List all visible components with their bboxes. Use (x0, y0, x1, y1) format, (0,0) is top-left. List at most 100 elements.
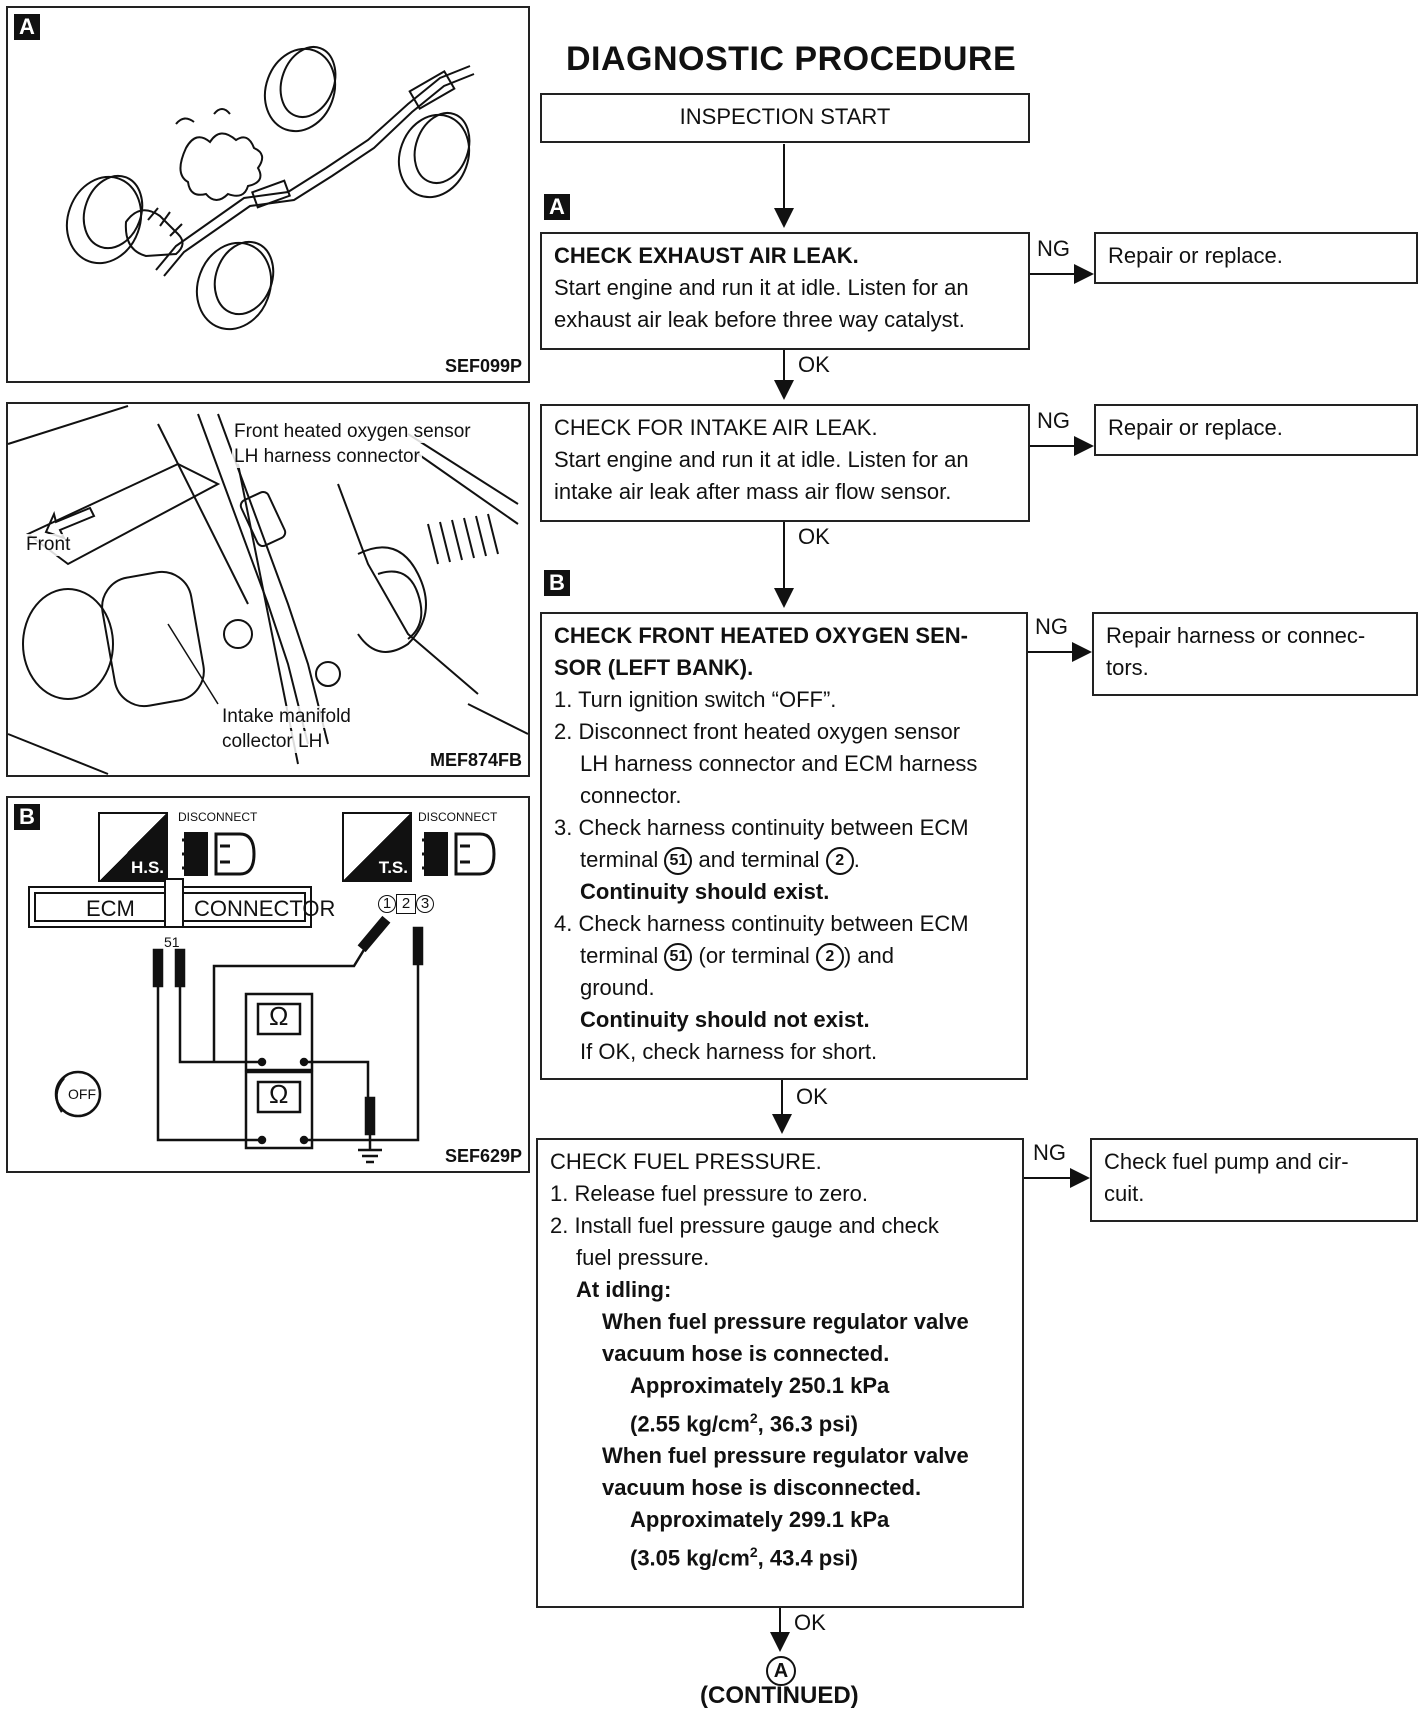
pin-3: 3 (416, 895, 434, 913)
step4-item2a: 2. Install fuel pressure gauge and check (550, 1213, 939, 1238)
page-title: DIAGNOSTIC PROCEDURE (566, 40, 1017, 78)
ohmmeter-1-symbol: Ω (269, 1001, 289, 1031)
label-lh-harness-connector: LH harness connector (232, 446, 422, 468)
step3-item4c: ground. (580, 975, 655, 1000)
disconnect-label-2: DISCONNECT (418, 810, 498, 824)
step4-condition1a: When fuel pressure regulator valve (602, 1309, 969, 1334)
step4-value2a: Approximately 299.1 kPa (630, 1507, 890, 1533)
step4-value1a: Approximately 250.1 kPa (630, 1373, 890, 1398)
inspection-start-box: INSPECTION START (540, 93, 1030, 143)
figure-tag-b: B (14, 804, 40, 830)
exhaust-illustration (65, 46, 475, 331)
step3-item4a: 4. Check harness continuity between ECM (554, 911, 969, 936)
ecm-label: ECM (86, 896, 135, 921)
continued-label: (CONTINUED) (700, 1682, 859, 1709)
engine-bay-illustration (7, 405, 529, 775)
step3-item3a: 3. Check harness continuity between ECM (554, 815, 969, 840)
step4-condition2a: When fuel pressure regulator valve (602, 1443, 969, 1469)
step3-item3b: terminal 51 and terminal 2. (554, 844, 1014, 876)
ng-label: NG (1037, 408, 1070, 433)
step3-item2b: LH harness connector and ECM harness (580, 751, 978, 776)
ohmmeter-2-symbol: Ω (269, 1079, 289, 1109)
pin-1: 1 (378, 895, 396, 913)
ts-icon: T.S. (342, 812, 412, 882)
disconnect-icon (182, 832, 256, 876)
ok-label: OK (794, 1610, 826, 1635)
step4-ng-action-1: Check fuel pump and cir- (1104, 1149, 1349, 1174)
step1-line1: Start engine and run it at idle. Listen … (554, 275, 969, 300)
step3-ng-action-2: tors. (1106, 655, 1149, 680)
ng-label: NG (1033, 1140, 1066, 1165)
hs-icon: H.S. (98, 812, 168, 882)
figure-code-sef099p: SEF099P (444, 356, 522, 376)
continuation-connector-a: A (766, 1656, 796, 1686)
step2-ng-action: Repair or replace. (1108, 415, 1283, 440)
step3-ng-action-box: Repair harness or connec- tors. (1092, 612, 1418, 696)
figure-code-mef874fb: MEF874FB (429, 750, 522, 770)
ecm-connector: ECM CONNECTOR (28, 878, 335, 928)
step-check-intake-air-leak: CHECK FOR INTAKE AIR LEAK. Start engine … (540, 404, 1030, 522)
ok-label: OK (798, 352, 830, 377)
figure-tag-a: A (14, 14, 40, 40)
pin-2: 2 (396, 894, 416, 914)
figure-exhaust-leak: A SEF099P (6, 6, 530, 383)
figure-code-sef629p: SEF629P (444, 1146, 522, 1166)
step-check-front-heated-oxygen-sensor: CHECK FRONT HEATED OXYGEN SEN- SOR (LEFT… (540, 612, 1028, 1080)
terminal-51-badge: 51 (664, 943, 693, 972)
step3-item3c: Continuity should exist. (580, 879, 830, 904)
connector-label: CONNECTOR (194, 896, 336, 921)
step2-line2: intake air leak after mass air flow sens… (554, 479, 952, 504)
ng-label: NG (1035, 614, 1068, 639)
terminal-51-badge: 51 (664, 847, 693, 876)
label-front-heated-oxygen-sensor: Front heated oxygen sensor (232, 421, 473, 443)
pin-51-label: 51 (164, 934, 180, 950)
step3-item2a: 2. Disconnect front heated oxygen sensor (554, 719, 961, 744)
step1-ng-action-box: Repair or replace. (1094, 232, 1418, 284)
step2-title: CHECK FOR INTAKE AIR LEAK. (554, 415, 878, 440)
step3-title-2: SOR (LEFT BANK). (554, 655, 754, 680)
inspection-start-label: INSPECTION START (679, 104, 891, 129)
step4-value2b: (3.05 kg/cm2, 43.4 psi) (630, 1544, 858, 1571)
disconnect-label-1: DISCONNECT (178, 810, 258, 824)
step4-condition1b: vacuum hose is connected. (602, 1341, 890, 1366)
step-tag-a: A (544, 194, 570, 220)
terminal-2-badge: 2 (815, 943, 844, 972)
ng-label: NG (1037, 236, 1070, 261)
step1-ng-action: Repair or replace. (1108, 243, 1283, 268)
step3-ng-action-1: Repair harness or connec- (1106, 623, 1366, 648)
step-check-exhaust-air-leak: CHECK EXHAUST AIR LEAK. Start engine and… (540, 232, 1030, 350)
step3-item4e: If OK, check harness for short. (580, 1039, 878, 1064)
step1-title: CHECK EXHAUST AIR LEAK. (554, 243, 859, 268)
step4-item2b: fuel pressure. (576, 1245, 710, 1270)
step4-value1b: (2.55 kg/cm2, 36.3 psi) (630, 1410, 858, 1437)
step4-at-idling: At idling: (576, 1277, 672, 1302)
test-circuit (54, 915, 424, 1164)
label-collector-lh: collector LH (220, 731, 325, 753)
step4-item1: 1. Release fuel pressure to zero. (550, 1181, 868, 1206)
step3-item4d: Continuity should not exist. (580, 1007, 870, 1032)
step1-line2: exhaust air leak before three way cataly… (554, 307, 965, 332)
ok-label: OK (798, 524, 830, 549)
step-check-fuel-pressure: CHECK FUEL PRESSURE. 1. Release fuel pre… (536, 1138, 1024, 1608)
step3-title-1: CHECK FRONT HEATED OXYGEN SEN- (554, 623, 968, 648)
label-intake-manifold: Intake manifold (220, 706, 353, 728)
disconnect-icon (422, 832, 496, 876)
step2-ng-action-box: Repair or replace. (1094, 404, 1418, 456)
label-front: Front (24, 534, 73, 556)
figure-continuity-test: B H.S. DISCONNECT T.S. DISCONNECT ECM CO… (6, 796, 530, 1173)
terminal-2-badge: 2 (825, 847, 854, 876)
step4-condition2b: vacuum hose is disconnected. (602, 1475, 922, 1501)
figure-engine-bay: Front heated oxygen sensor LH harness co… (6, 402, 530, 777)
step4-title: CHECK FUEL PRESSURE. (550, 1149, 822, 1174)
ok-label: OK (796, 1084, 828, 1109)
step2-line1: Start engine and run it at idle. Listen … (554, 447, 969, 472)
step-tag-b: B (544, 570, 570, 596)
step3-item2c: connector. (580, 783, 682, 808)
step4-ng-action-2: cuit. (1104, 1181, 1145, 1206)
step3-item1: 1. Turn ignition switch “OFF”. (554, 687, 837, 712)
step3-item4b: terminal 51 (or terminal 2) and (554, 940, 1014, 972)
ignition-off-label: OFF (68, 1086, 96, 1102)
step4-ng-action-box: Check fuel pump and cir- cuit. (1090, 1138, 1418, 1222)
